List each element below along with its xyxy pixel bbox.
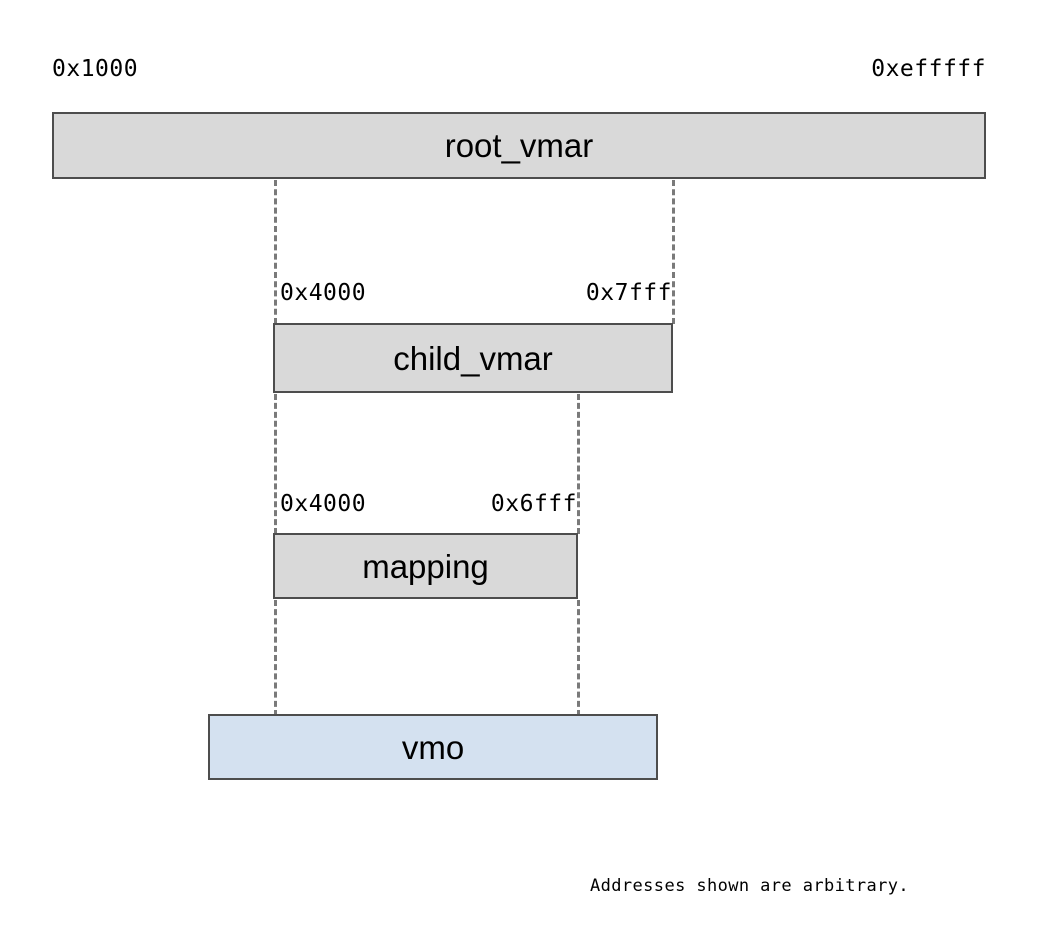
dash-child-to-mapping-left [274, 394, 277, 534]
dash-root-to-child-left [274, 180, 277, 324]
child-vmar-label: child_vmar [393, 339, 553, 377]
mapping-label: mapping [362, 547, 489, 585]
root-vmar-end-address: 0xefffff [871, 56, 986, 82]
child-vmar-box: child_vmar [273, 323, 673, 393]
dash-child-to-mapping-right [577, 394, 580, 534]
mapping-start-address: 0x4000 [280, 491, 367, 517]
dash-mapping-to-vmo-right [577, 600, 580, 716]
root-vmar-box: root_vmar [52, 112, 986, 179]
vmo-label: vmo [401, 728, 465, 766]
mapping-box: mapping [273, 533, 578, 599]
vmo-box: vmo [208, 714, 658, 780]
root-vmar-label: root_vmar [444, 127, 594, 164]
child-vmar-start-address: 0x4000 [280, 280, 367, 306]
root-vmar-start-address: 0x1000 [52, 56, 139, 82]
mapping-end-address: 0x6fff [490, 491, 577, 517]
child-vmar-end-address: 0x7fff [585, 280, 672, 306]
footnote: Addresses shown are arbitrary. [590, 876, 910, 896]
dash-mapping-to-vmo-left [274, 600, 277, 716]
dash-root-to-child-right [672, 180, 675, 324]
